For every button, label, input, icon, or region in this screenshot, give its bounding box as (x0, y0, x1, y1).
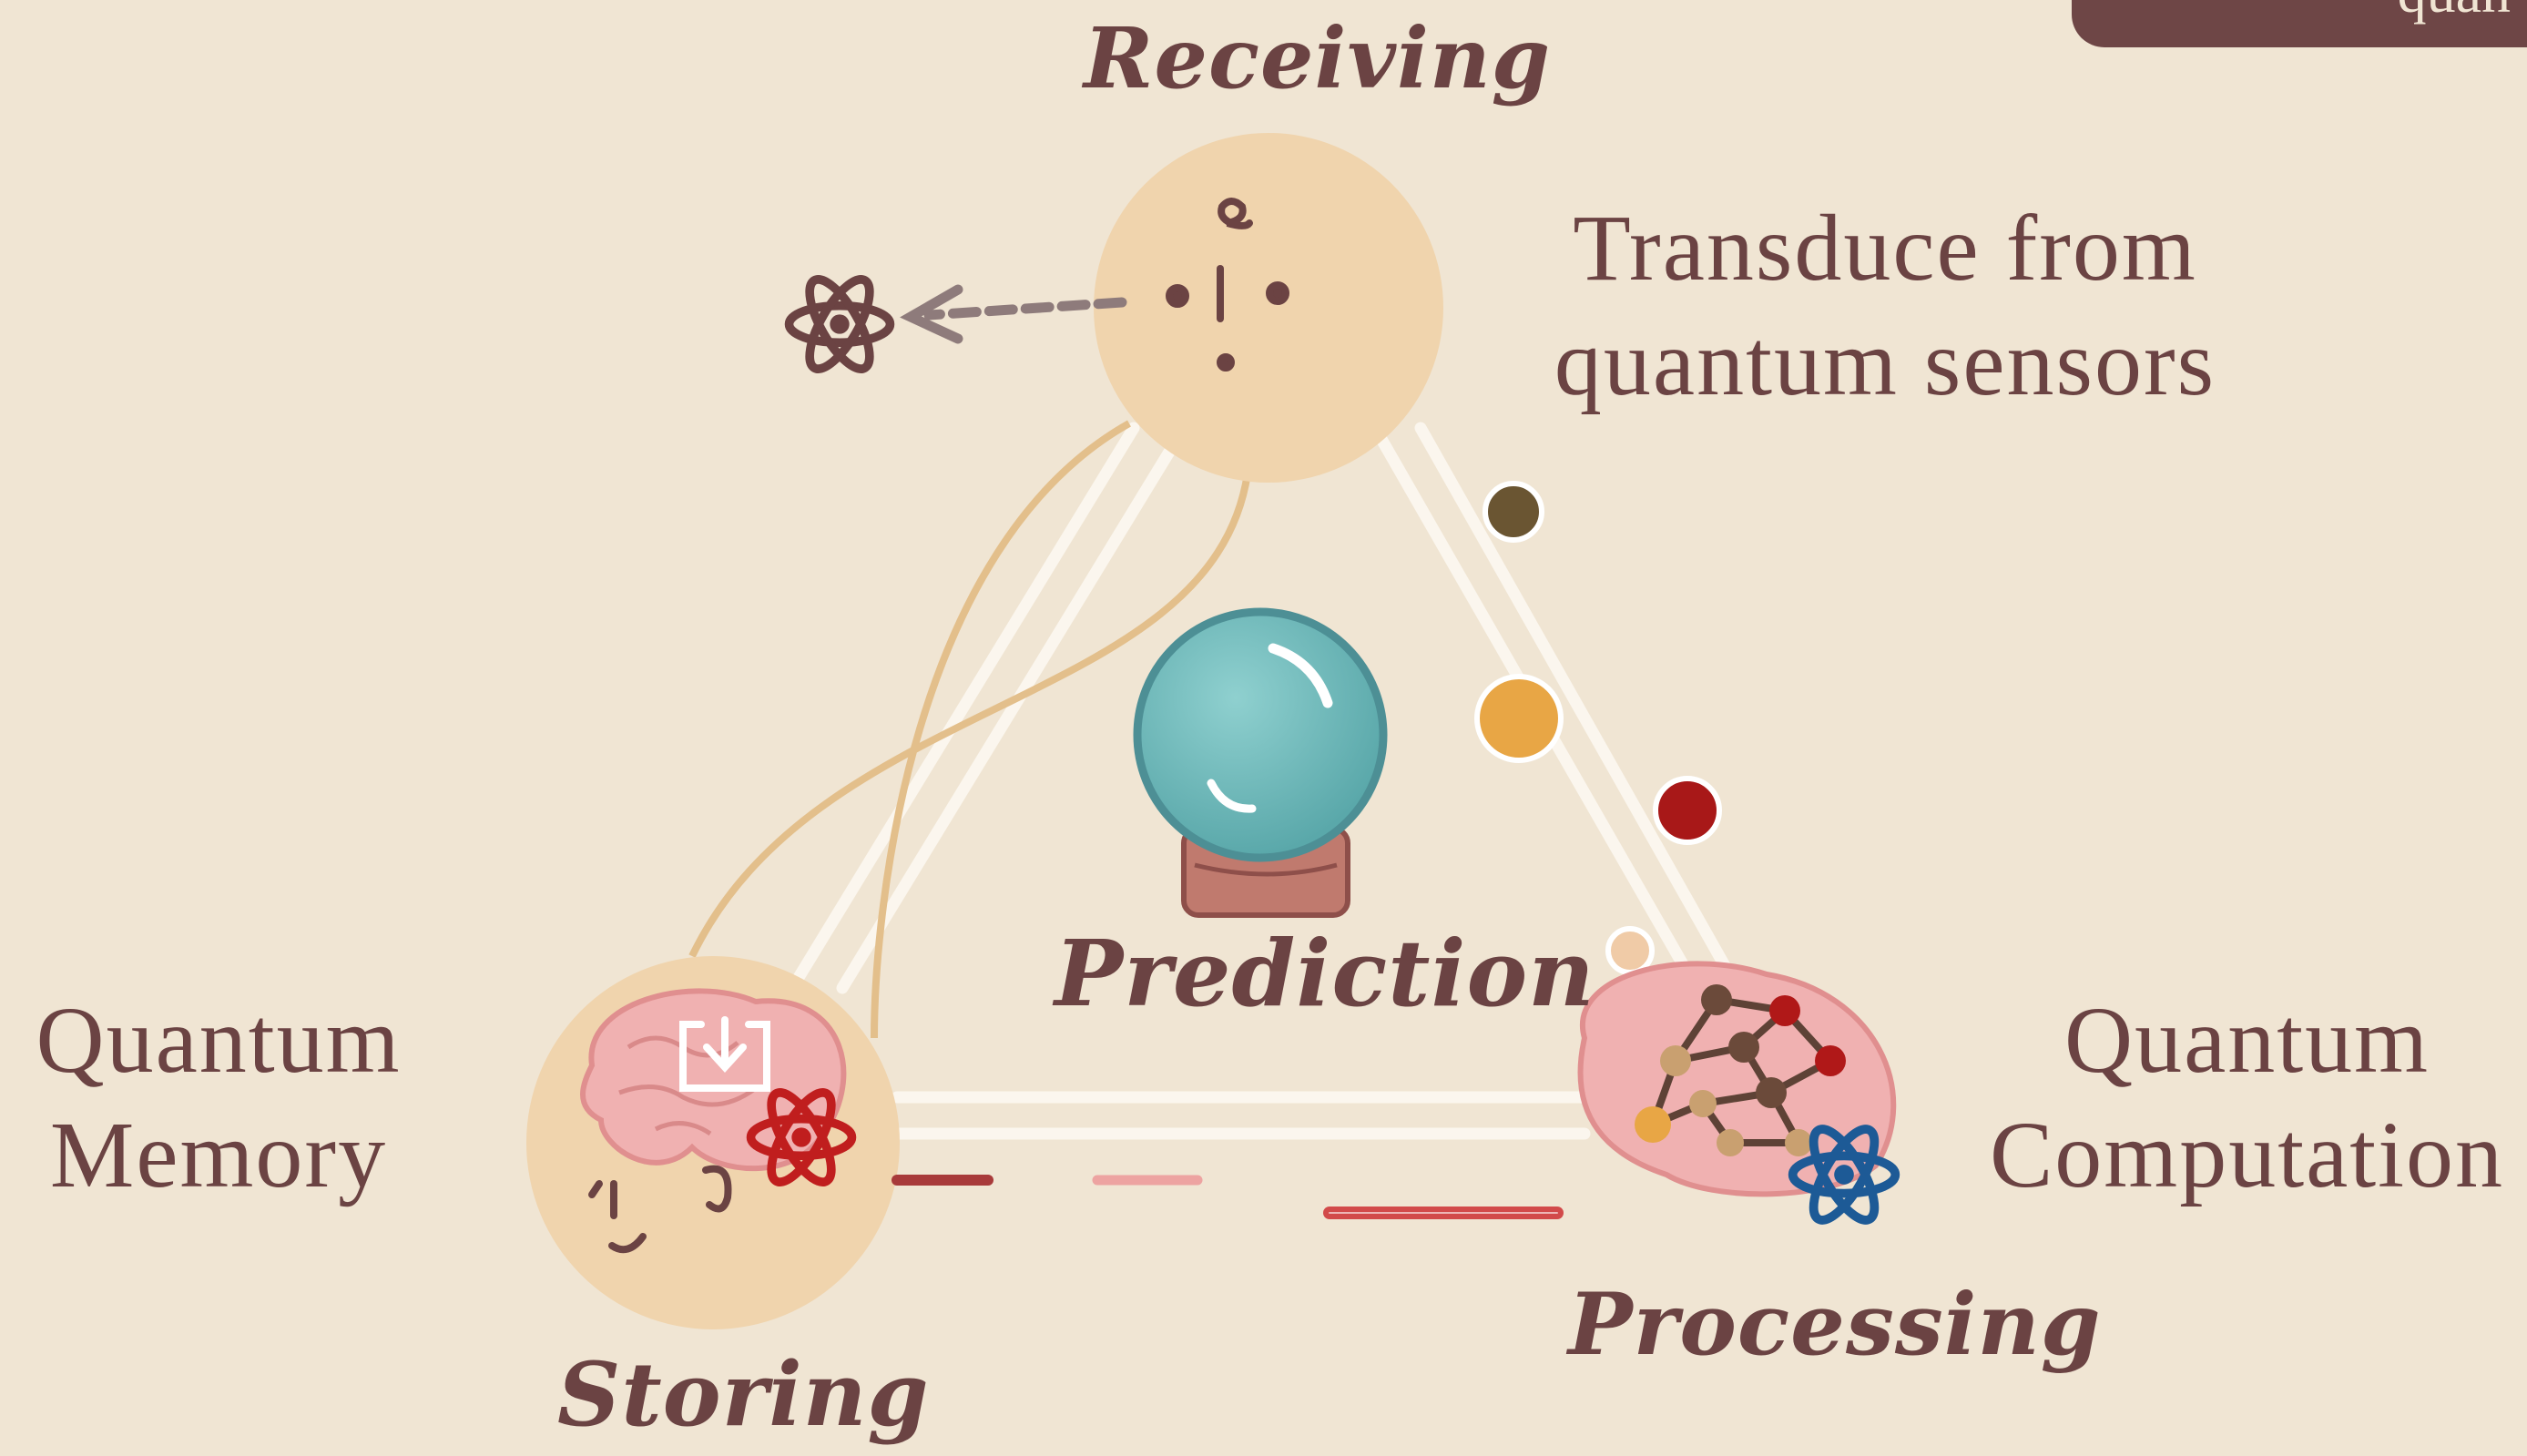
dot-red (1656, 779, 1719, 842)
label-storing: Storing (557, 1343, 930, 1446)
label-receiving: Receiving (1084, 9, 1551, 107)
caption-storing: Quantum Memory (9, 983, 428, 1213)
edge-receiving-storing-a (792, 428, 1134, 988)
crystal-ball-icon (1137, 612, 1383, 915)
edge-receiving-processing-b (1421, 428, 1735, 983)
atom-icon (790, 271, 891, 377)
receiving-node (1094, 133, 1443, 483)
dot-orange (1477, 677, 1561, 760)
caption-storing-line-1: Quantum (9, 983, 428, 1098)
label-prediction: Prediction (1055, 920, 1595, 1027)
dot-dark (1485, 484, 1542, 540)
caption-storing-line-2: Memory (9, 1098, 428, 1213)
caption-receiving-line-1: Transduce from (1521, 191, 2249, 306)
signal-dashes (897, 1180, 1557, 1213)
caption-receiving: Transduce from quantum sensors (1521, 191, 2249, 421)
caption-processing: Quantum Computation (1967, 983, 2527, 1213)
processing-node (1581, 963, 1896, 1228)
edge-receiving-storing-b (842, 428, 1184, 988)
label-processing: Processing (1568, 1275, 2102, 1375)
storing-node (526, 956, 900, 1329)
caption-receiving-line-2: quantum sensors (1521, 306, 2249, 421)
dot-light (1608, 929, 1652, 972)
caption-processing-line-1: Quantum (1967, 983, 2527, 1098)
emission-arrow (911, 290, 1122, 339)
caption-processing-line-2: Computation (1967, 1098, 2527, 1213)
